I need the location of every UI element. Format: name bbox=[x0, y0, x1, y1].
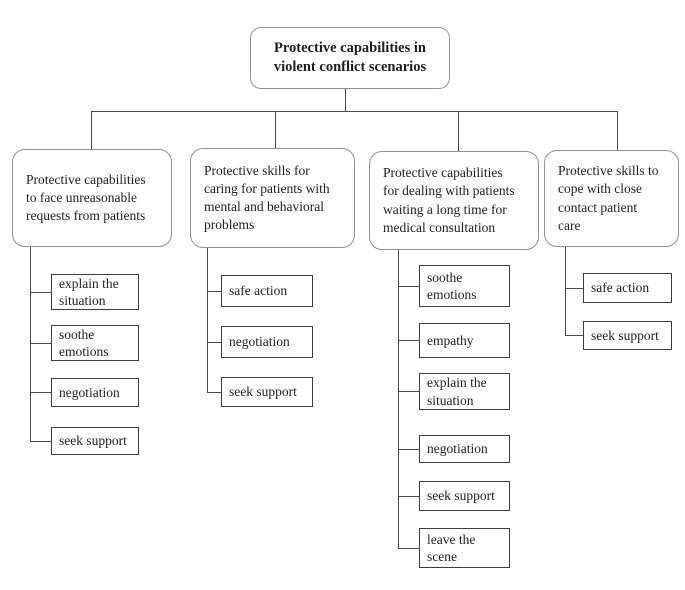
connector-stub bbox=[398, 496, 419, 497]
connector-spine-1 bbox=[30, 247, 31, 441]
leaf-node: negotiation bbox=[51, 378, 139, 407]
connector-stub bbox=[398, 286, 419, 287]
connector-stub bbox=[398, 548, 419, 549]
leaf-node: explain the situation bbox=[51, 274, 139, 310]
leaf-node: seek support bbox=[583, 321, 672, 350]
connector-stub bbox=[565, 335, 583, 336]
connector-branch-1-stem bbox=[91, 111, 92, 149]
connector-root-stem bbox=[345, 89, 346, 111]
connector-stub bbox=[398, 340, 419, 341]
connector-branch-4-stem bbox=[617, 111, 618, 150]
connector-branch-rail bbox=[91, 111, 618, 112]
connector-stub bbox=[207, 342, 221, 343]
connector-stub bbox=[30, 392, 51, 393]
leaf-node: negotiation bbox=[221, 326, 313, 358]
leaf-node: safe action bbox=[221, 275, 313, 307]
leaf-node: soothe emotions bbox=[419, 265, 510, 307]
leaf-node: seek support bbox=[51, 427, 139, 455]
connector-spine-2 bbox=[207, 248, 208, 392]
branch-node-mental-behavioral: Protective skills for caring for patient… bbox=[190, 148, 355, 248]
leaf-node: safe action bbox=[583, 273, 672, 303]
leaf-node: negotiation bbox=[419, 435, 510, 463]
branch-node-waiting-long-time: Protective capabilities for dealing with… bbox=[369, 151, 539, 250]
root-node: Protective capabilities in violent confl… bbox=[250, 27, 450, 89]
branch-node-unreasonable-requests: Protective capabilities to face unreason… bbox=[12, 149, 172, 247]
leaf-node: empathy bbox=[419, 323, 510, 358]
leaf-node: leave the scene bbox=[419, 528, 510, 568]
connector-stub bbox=[398, 391, 419, 392]
connector-stub bbox=[565, 288, 583, 289]
connector-stub bbox=[398, 449, 419, 450]
leaf-node: soothe emotions bbox=[51, 325, 139, 361]
connector-spine-4 bbox=[565, 247, 566, 335]
connector-branch-2-stem bbox=[275, 111, 276, 148]
leaf-node: seek support bbox=[221, 377, 313, 407]
connector-stub bbox=[207, 392, 221, 393]
connector-spine-3 bbox=[398, 250, 399, 548]
connector-stub bbox=[30, 343, 51, 344]
branch-node-close-contact: Protective skills to cope with close con… bbox=[544, 150, 679, 247]
connector-stub bbox=[30, 292, 51, 293]
leaf-node: seek support bbox=[419, 481, 510, 511]
connector-stub bbox=[207, 291, 221, 292]
leaf-node: explain the situation bbox=[419, 373, 510, 410]
connector-stub bbox=[30, 441, 51, 442]
connector-branch-3-stem bbox=[458, 111, 459, 151]
